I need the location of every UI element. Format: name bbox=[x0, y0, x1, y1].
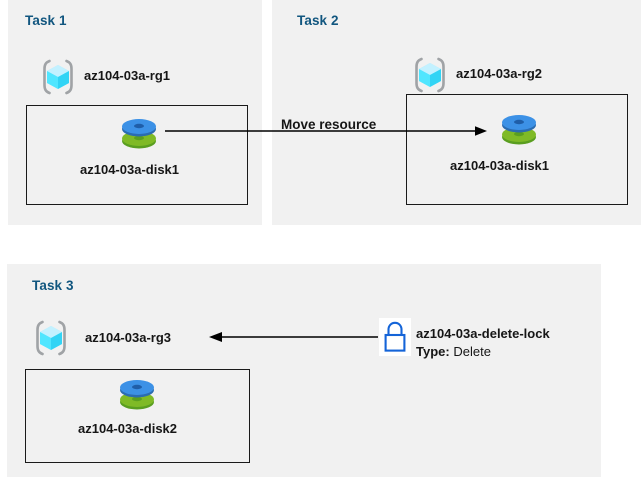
lock-type-prefix: Type: bbox=[416, 344, 450, 359]
task-3-resource-group-label: az104-03a-rg3 bbox=[85, 330, 171, 345]
managed-disk-icon bbox=[122, 119, 156, 149]
lock-type-label: Type: Delete bbox=[416, 344, 491, 359]
padlock-icon bbox=[379, 318, 411, 356]
task-3-heading: Task 3 bbox=[32, 278, 74, 293]
task-2-heading: Task 2 bbox=[297, 13, 339, 28]
task-2-resource-label: az104-03a-disk1 bbox=[450, 158, 550, 173]
task-1-heading: Task 1 bbox=[25, 13, 67, 28]
move-resource-arrow-label: Move resource bbox=[281, 117, 377, 132]
resource-group-icon bbox=[415, 57, 445, 93]
lock-name-label: az104-03a-delete-lock bbox=[416, 326, 550, 341]
task-3-resource-label: az104-03a-disk2 bbox=[78, 421, 178, 436]
move-resource-arrow bbox=[165, 126, 487, 136]
lock-type-value: Delete bbox=[453, 344, 491, 359]
managed-disk-icon bbox=[120, 380, 154, 410]
task-1-resource-label: az104-03a-disk1 bbox=[80, 162, 180, 177]
resource-group-icon bbox=[36, 320, 66, 356]
task-2-resource-group-label: az104-03a-rg2 bbox=[456, 66, 542, 81]
task-1-resource-group-label: az104-03a-rg1 bbox=[84, 68, 170, 83]
task-1-resource-box bbox=[26, 105, 248, 205]
managed-disk-icon bbox=[502, 115, 536, 145]
task-2-resource-box bbox=[406, 94, 628, 205]
lock-apply-arrow bbox=[209, 332, 378, 342]
resource-group-icon bbox=[43, 59, 73, 95]
